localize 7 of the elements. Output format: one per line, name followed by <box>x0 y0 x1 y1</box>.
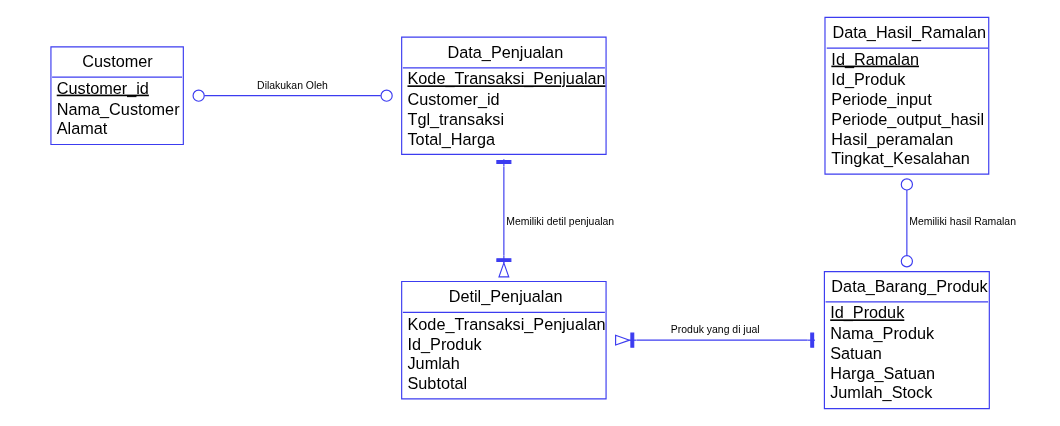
edge-label: Memiliki detil penjualan <box>506 216 615 228</box>
connector <box>496 158 512 278</box>
connector <box>192 89 393 102</box>
connector <box>900 178 914 268</box>
edge-label: Dilakukan Oleh <box>257 79 328 91</box>
edge-label: Produk yang di jual <box>670 324 760 336</box>
edge-label: Memiliki hasil Ramalan <box>909 216 1016 228</box>
